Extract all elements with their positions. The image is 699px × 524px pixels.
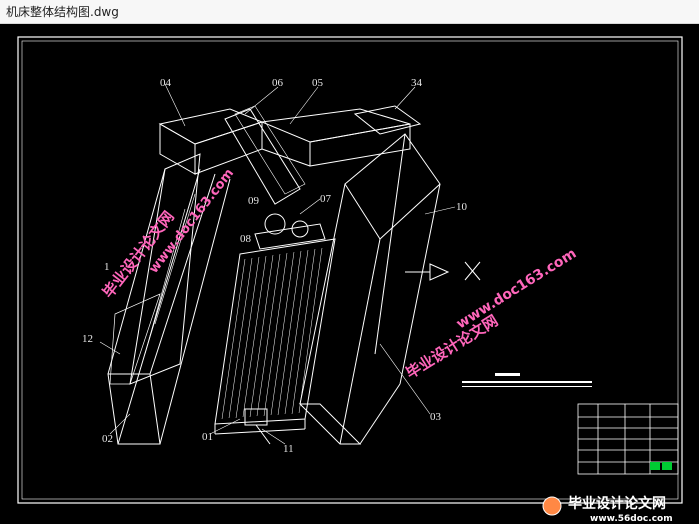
logo-icon [542, 496, 562, 516]
logo-url: www.56doc.com [590, 514, 673, 524]
part-label: 08 [240, 233, 252, 245]
title-bar: 机床整体结构图.dwg [0, 0, 699, 24]
part-label: 1 [104, 261, 110, 273]
machine-structure [99, 83, 481, 445]
part-labels: 04 06 05 34 07 09 08 10 1 12 02 01 11 03 [82, 77, 468, 455]
part-label: 12 [82, 333, 93, 345]
window-title: 机床整体结构图.dwg [6, 5, 119, 19]
part-label: 06 [272, 77, 284, 89]
part-label: 10 [456, 201, 468, 213]
part-label: 01 [202, 431, 213, 443]
part-label: 04 [160, 77, 172, 89]
part-label: 07 [320, 193, 332, 205]
drawing-canvas[interactable]: 04 06 05 34 07 09 08 10 1 12 02 01 11 03… [0, 24, 699, 524]
part-label: 02 [102, 433, 113, 445]
part-label: 34 [411, 77, 423, 89]
watermark-url: www.doc163.com [454, 246, 580, 333]
watermark-right: 毕业设计论文网 www.doc163.com [403, 246, 580, 383]
logo-text: 毕业设计论文网 [568, 495, 666, 512]
part-label: 09 [248, 195, 260, 207]
part-label: 11 [283, 443, 294, 455]
title-block [577, 403, 679, 475]
watermark-text: 毕业设计论文网 [403, 311, 502, 382]
drawing-inner-frame [21, 40, 679, 500]
drawing-frame [17, 36, 683, 504]
logo-watermark: 毕业设计论文网 www.56doc.com [542, 495, 673, 524]
part-label: 03 [430, 411, 442, 423]
cad-drawing: 04 06 05 34 07 09 08 10 1 12 02 01 11 03… [17, 36, 683, 524]
note-block [462, 373, 592, 387]
part-label: 05 [312, 77, 324, 89]
